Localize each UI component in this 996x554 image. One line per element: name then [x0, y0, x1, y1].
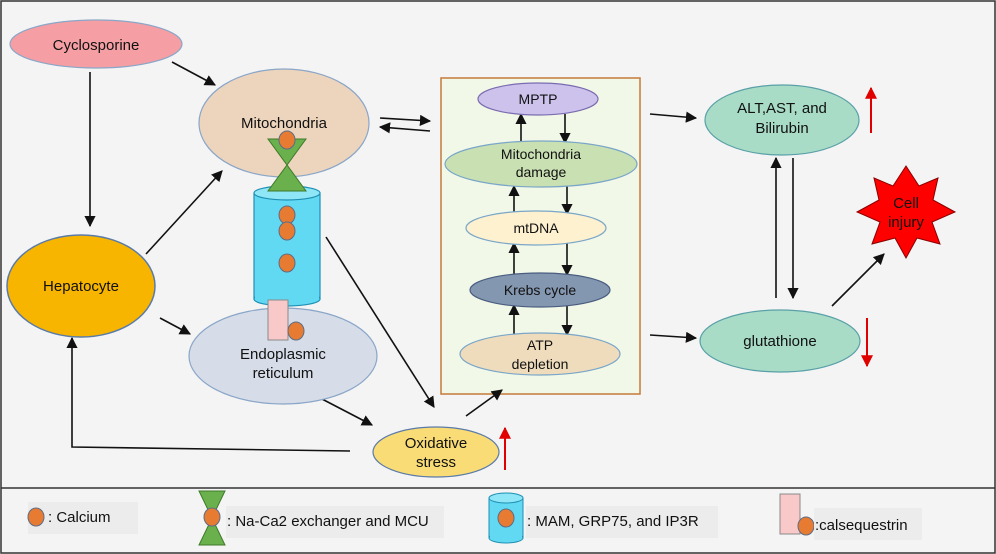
calsequestrin-icon	[779, 493, 815, 536]
cyclosporine-label: Cyclosporine	[53, 37, 140, 54]
arrow-box-glutathione	[649, 331, 698, 343]
arrow-hepatocyte-er	[159, 317, 191, 335]
mam-cylinder	[253, 185, 321, 307]
calsequestrin-icon	[267, 299, 305, 341]
calcium-icon	[278, 205, 296, 225]
mito-damage-label-2: damage	[516, 164, 567, 180]
mtdna-label: mtDNA	[513, 220, 559, 236]
calcium-icon	[27, 507, 45, 527]
mptp-label: MPTP	[519, 91, 558, 107]
arrow-cyclosporine-mitochondria	[171, 61, 216, 86]
legend-calsequestrin: :calsequestrin	[815, 517, 908, 534]
calcium-icon	[278, 221, 296, 241]
cyclosporine-node: Cyclosporine	[9, 19, 183, 69]
arrow-box-to-mito	[378, 122, 431, 134]
atp-node: ATP depletion	[459, 332, 621, 376]
glutathione-node: glutathione	[699, 309, 861, 373]
er-label-2: reticulum	[253, 365, 314, 382]
cell-injury-label-1: Cell	[893, 195, 919, 212]
er-node: Endoplasmic reticulum	[188, 307, 378, 405]
oxidative-stress-node: Oxidative stress	[372, 426, 500, 478]
hourglass-exchanger-icon	[198, 490, 226, 546]
arrow-mito-to-box	[379, 114, 432, 126]
mitochondria-node: Mitochondria	[198, 68, 370, 178]
atp-label-2: depletion	[512, 356, 569, 372]
oxidative-label-2: stress	[416, 454, 456, 471]
calcium-icon	[287, 321, 305, 341]
hepatocyte-node: Hepatocyte	[6, 234, 156, 338]
alt-label-2: Bilirubin	[755, 120, 808, 137]
legend-mam: : MAM, GRP75, and IP3R	[527, 513, 699, 530]
mtdna-node: mtDNA	[465, 210, 607, 246]
krebs-label: Krebs cycle	[504, 282, 577, 298]
connector-arrows	[66, 61, 885, 452]
hepatocyte-label: Hepatocyte	[43, 278, 119, 295]
er-label-1: Endoplasmic	[240, 346, 326, 363]
hourglass-exchanger-icon	[267, 130, 307, 192]
mitochondria-label: Mitochondria	[241, 115, 328, 132]
cell-injury-node: Cell injury	[855, 165, 957, 260]
arrow-hepatocyte-mitochondria	[145, 170, 223, 255]
mito-damage-node: Mitochondria damage	[444, 140, 638, 188]
arrow-er-oxidative	[321, 398, 373, 426]
arrow-box-alt	[649, 111, 698, 123]
calcium-icon	[278, 130, 296, 150]
legend: : Calcium : Na-Ca2 exchanger and MCU : M…	[27, 490, 922, 546]
alt-ast-bilirubin-node: ALT,AST, and Bilirubin	[704, 84, 860, 156]
legend-exchanger: : Na-Ca2 exchanger and MCU	[227, 513, 429, 530]
alt-label-1: ALT,AST, and	[737, 100, 827, 117]
mptp-node: MPTP	[477, 82, 599, 116]
glutathione-label: glutathione	[743, 333, 816, 350]
cell-injury-label-2: injury	[888, 214, 924, 231]
oxidative-label-1: Oxidative	[405, 435, 468, 452]
arrow-oxidative-hepatocyte	[66, 336, 351, 452]
arrow-mito-oxidative	[325, 236, 435, 408]
mito-damage-label-1: Mitochondria	[501, 146, 581, 162]
arrow-glutathione-cellinjury	[831, 253, 885, 307]
krebs-node: Krebs cycle	[469, 272, 611, 308]
arrow-oxidative-box	[465, 389, 503, 417]
calcium-icon	[278, 253, 296, 273]
cylinder-icon	[488, 492, 524, 544]
legend-calcium: : Calcium	[48, 509, 111, 526]
atp-label-1: ATP	[527, 337, 553, 353]
